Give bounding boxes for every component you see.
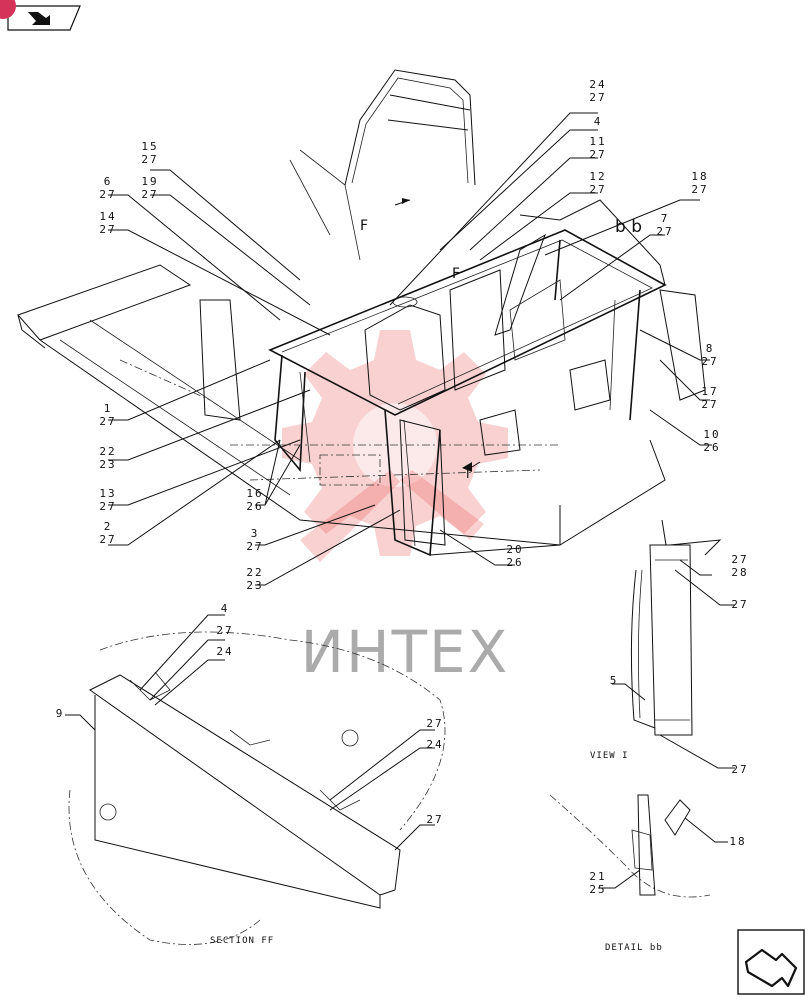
callout-c2-27-line-2: 27 <box>99 533 116 546</box>
watermark-text: ИНТЕХ <box>301 618 510 686</box>
leader-lines-main <box>108 112 712 586</box>
callout-c6-27-line-2: 27 <box>99 188 116 201</box>
callout-c27-v2-line-1: 27 <box>731 763 748 776</box>
callout-c6-27-line-1: 6 <box>104 175 113 188</box>
callout-c14-27-line-2: 27 <box>99 223 116 236</box>
callout-c12-27-line-2: 27 <box>589 183 606 196</box>
view-i-drawing <box>612 519 735 769</box>
view-i-caption: VIEW I <box>590 751 629 761</box>
callout-c15-27-line-2: 27 <box>141 153 158 166</box>
section-ff-drawing <box>65 614 446 945</box>
callout-c3-27-line-1: 3 <box>251 527 260 540</box>
callout-c11-27-line-2: 27 <box>589 148 606 161</box>
callout-c22-23-a-line-1: 22 <box>99 445 116 458</box>
callout-c17-27-line-2: 27 <box>701 398 718 411</box>
callout-c27-v1-line-1: 27 <box>731 598 748 611</box>
callout-c27-ff3-line-1: 27 <box>426 813 443 826</box>
callout-c4-ff-line-1: 4 <box>221 602 230 615</box>
callout-c5-line-1: 5 <box>610 674 619 687</box>
callout-c14-27-line-1: 14 <box>99 210 116 223</box>
callout-c19-27-line-2: 27 <box>141 188 158 201</box>
callout-c15-27-line-1: 15 <box>141 140 158 153</box>
callout-c24-27-top-line-2: 27 <box>589 91 606 104</box>
watermark-gear-logo <box>282 330 508 562</box>
main-assembly-view <box>17 69 706 557</box>
callout-c12-27-line-1: 12 <box>589 170 606 183</box>
callout-c9-line-1: 9 <box>56 707 65 720</box>
callout-c13-27-line-1: 13 <box>99 487 116 500</box>
callout-c24-ff1-line-1: 24 <box>216 645 233 658</box>
callout-labels: 2427411271227182715276271927142772782717… <box>56 78 748 896</box>
callout-c10-26-line-2: 26 <box>703 441 720 454</box>
callout-c18-27-line-1: 18 <box>691 170 708 183</box>
callout-c27-28-line-2: 28 <box>731 566 748 579</box>
callout-c11-27-line-1: 11 <box>589 135 606 148</box>
callout-c22-23-b-line-1: 22 <box>246 566 263 579</box>
detail-bb-drawing <box>549 794 728 898</box>
view-mark-i: I <box>466 467 470 481</box>
callout-c20-26-line-1: 20 <box>506 543 523 556</box>
section-ff-caption: SECTION FF <box>210 936 274 946</box>
callout-c22-23-b-line-2: 23 <box>246 579 263 592</box>
section-mark-f: F <box>360 218 368 234</box>
forward-arrow-icon <box>744 948 798 988</box>
callout-c7-27-line-2: 27 <box>656 225 673 238</box>
callout-c2-27-line-1: 2 <box>104 520 113 533</box>
status-badge <box>0 0 16 19</box>
callout-c27-ff1-line-1: 27 <box>216 624 233 637</box>
callout-c22-23-a-line-2: 23 <box>99 458 116 471</box>
callout-c16-26-line-2: 26 <box>246 500 263 513</box>
callout-c16-26-line-1: 16 <box>246 487 263 500</box>
callout-c1-27-line-1: 1 <box>104 402 113 415</box>
callout-c21-25-line-1: 21 <box>589 870 606 883</box>
callout-c27-ff2-line-1: 27 <box>426 717 443 730</box>
detail-bb-caption: DETAIL bb <box>605 943 663 953</box>
callout-c13-27-line-2: 27 <box>99 500 116 513</box>
callout-c24-27-top-line-1: 24 <box>589 78 606 91</box>
callout-c27-28-line-1: 27 <box>731 553 748 566</box>
callout-c3-27-line-2: 27 <box>246 540 263 553</box>
detail-mark-bb: b b <box>615 217 642 237</box>
callout-c19-27-line-1: 19 <box>141 175 158 188</box>
callout-c10-26-line-1: 10 <box>703 428 720 441</box>
callout-c8-27-line-1: 8 <box>706 342 715 355</box>
back-nav-button[interactable] <box>0 0 81 31</box>
callout-c8-27-line-2: 27 <box>701 355 718 368</box>
section-mark-f-2: F <box>452 266 460 282</box>
callout-c1-27-line-2: 27 <box>99 415 116 428</box>
back-arrow-icon <box>28 12 50 25</box>
callout-c20-26-line-2: 26 <box>506 556 523 569</box>
callout-c18-27-line-2: 27 <box>691 183 708 196</box>
callout-c18-bb-line-1: 18 <box>729 835 746 848</box>
callout-c24-ff2-line-1: 24 <box>426 738 443 751</box>
callout-c4-top-line-1: 4 <box>594 115 603 128</box>
forward-nav-button[interactable] <box>737 929 805 995</box>
callout-c17-27-line-1: 17 <box>701 385 718 398</box>
callout-c7-27-line-1: 7 <box>661 212 670 225</box>
callout-c21-25-line-2: 25 <box>589 883 606 896</box>
